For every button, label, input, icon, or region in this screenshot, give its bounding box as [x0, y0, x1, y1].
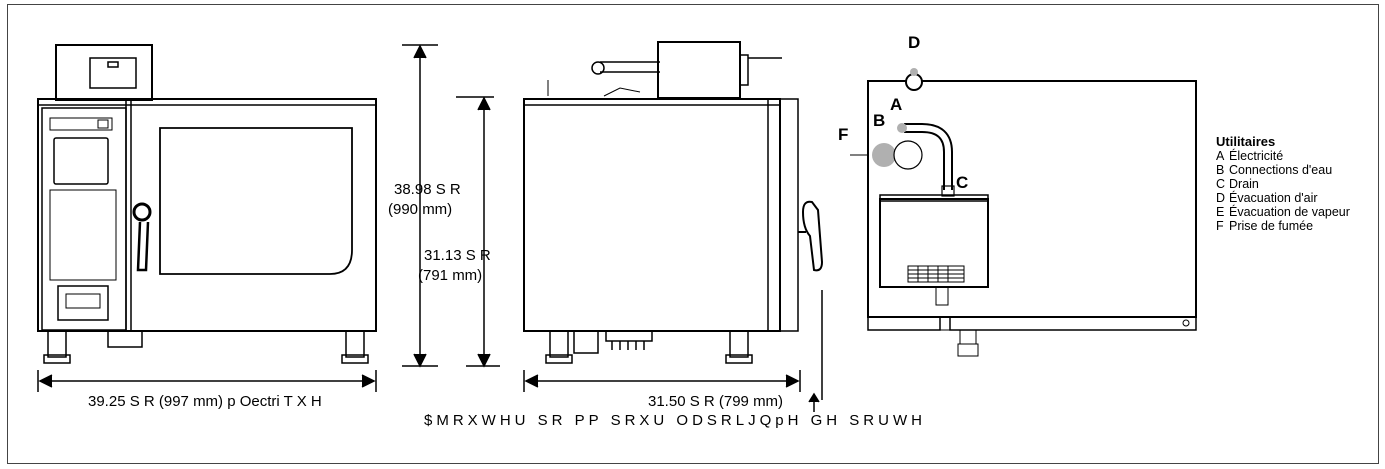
legend-title: Utilitaires	[1216, 134, 1276, 149]
side-height-dimension	[456, 96, 500, 368]
connection-label-c: C	[956, 173, 969, 192]
connection-label-d: D	[908, 33, 921, 52]
footer-note: $MRXWHU SR PP SRXU ODSRLJQpH GH SRUWH	[424, 412, 926, 429]
side-height-mm-label: (791 mm)	[418, 267, 483, 284]
oven-side-view	[523, 41, 824, 364]
connection-label-a: A	[890, 95, 903, 114]
oven-front-view	[37, 44, 377, 364]
side-height-label: 31.13 S R	[424, 247, 491, 264]
front-height-mm-label: (990 mm)	[388, 201, 453, 218]
side-depth-dimension	[523, 290, 823, 412]
side-depth-label: 31.50 S R (799 mm)	[648, 393, 784, 410]
front-height-label: 38.98 S R	[394, 181, 461, 198]
oven-rear-view	[867, 73, 1197, 357]
connector-d	[910, 68, 918, 76]
connection-label-b: B	[873, 111, 886, 130]
connector-f	[872, 143, 896, 167]
front-height-dimension	[402, 44, 438, 368]
connector-markers	[850, 68, 923, 170]
connection-label-f: F	[838, 125, 849, 144]
connector-b	[897, 123, 907, 133]
front-width-label: 39.25 S R (997 mm) p Oectri T X H	[88, 393, 322, 410]
front-width-dimension	[37, 370, 377, 392]
drawing-frame	[7, 4, 1379, 464]
